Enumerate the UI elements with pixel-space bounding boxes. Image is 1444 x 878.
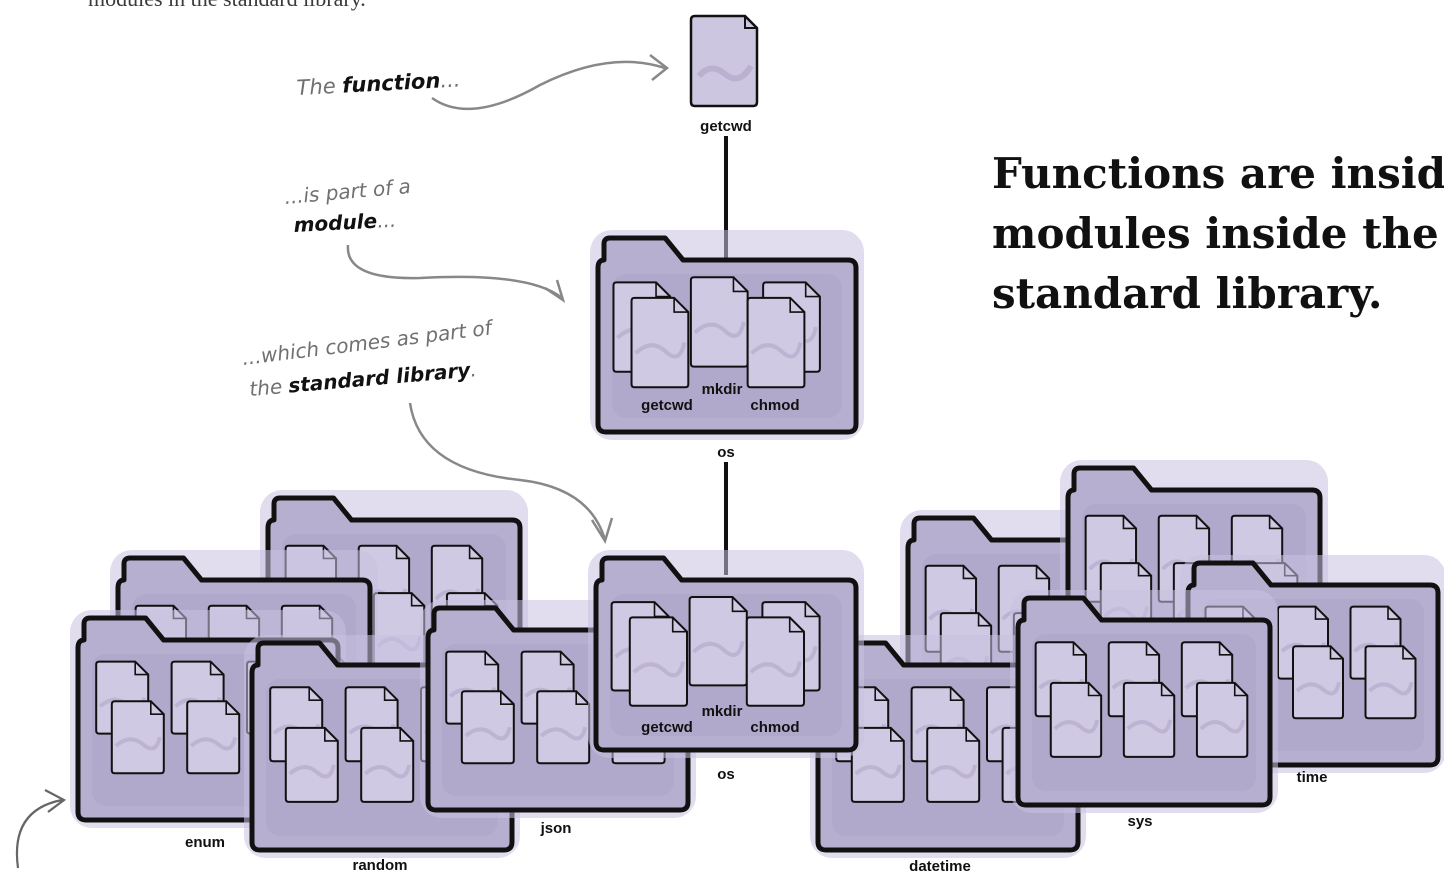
intro-text: modules in the standard library.: [88, 0, 366, 12]
library-module-random-label: random: [352, 857, 407, 873]
os-function-getcwd-label: getcwd: [641, 397, 693, 414]
os-module-label: os: [717, 444, 735, 461]
arrow-module-to-folder: [346, 244, 563, 299]
library-os-function-chmod-label: chmod: [750, 719, 799, 736]
headline-line-1: Functions are inside: [992, 149, 1444, 198]
headline-line-2: modules inside the: [992, 209, 1439, 258]
annotation-module-line1: ...is part of a: [283, 174, 411, 209]
background-folders: [70, 460, 1444, 858]
library-os-function-mkdir-label: mkdir: [702, 703, 743, 720]
library-module-os-label: os: [717, 766, 735, 783]
arrow-library-to-folders: [408, 402, 607, 541]
foreground-folders: [588, 230, 864, 758]
arrowhead-function-to-file: [649, 54, 670, 81]
getcwd-file-icon: [689, 14, 759, 108]
folder-os-module: [590, 230, 864, 440]
library-module-time-label: time: [1297, 769, 1328, 786]
arrowhead-module-to-folder: [544, 279, 566, 303]
library-module-datetime-label: datetime: [909, 858, 971, 873]
arrow-bottom-left: [15, 798, 63, 869]
library-module-sys-label: sys: [1127, 813, 1152, 830]
headline-line-3: standard library.: [992, 269, 1382, 318]
library-module-enum-label: enum: [185, 834, 225, 851]
library-os-function-getcwd-label: getcwd: [641, 719, 693, 736]
arrow-function-to-file: [431, 60, 666, 111]
getcwd-file-label: getcwd: [700, 118, 752, 135]
folder-sys: [1010, 590, 1278, 813]
os-function-mkdir-label: mkdir: [702, 381, 743, 398]
annotation-module-line2: module...: [293, 208, 397, 237]
arrowhead-library-to-folders: [590, 517, 614, 545]
folder-library-os: [588, 550, 864, 758]
os-function-chmod-label: chmod: [750, 397, 799, 414]
arrowhead-bottom-left: [44, 789, 67, 813]
library-module-json-label: json: [540, 820, 572, 837]
annotation-function: The function...: [296, 67, 461, 100]
